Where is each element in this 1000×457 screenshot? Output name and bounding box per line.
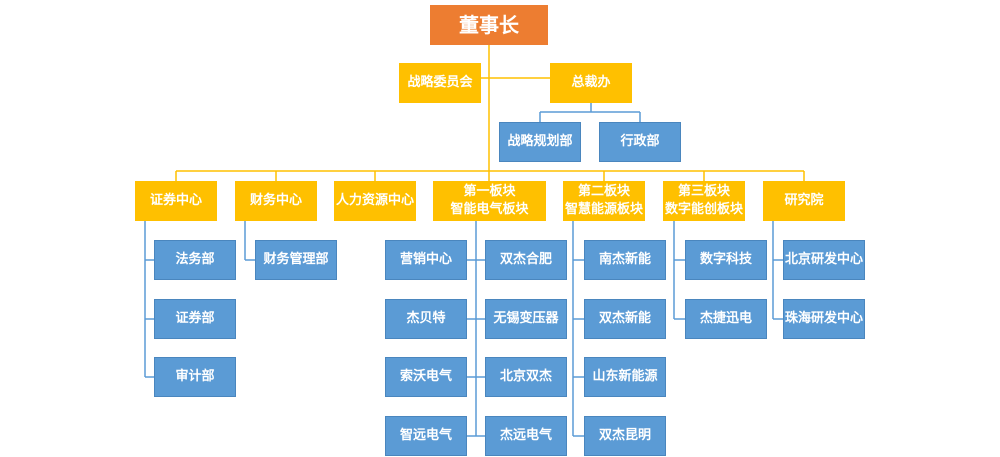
jieyuan-electric-box: 杰远电气	[485, 416, 567, 456]
marketing-center-label: 营销中心	[399, 252, 452, 268]
zhuhai-rd-center-label: 珠海研发中心	[784, 311, 863, 327]
shuangjie-hefei-label: 双杰合肥	[499, 252, 552, 268]
zhiyuan-electric-label: 智远电气	[399, 428, 452, 444]
chairman-label: 董事长	[459, 12, 519, 37]
finance-center-box: 财务中心	[235, 181, 317, 221]
research-institute-box: 研究院	[763, 181, 845, 221]
jiejie-xundian-box: 杰捷迅电	[685, 299, 767, 339]
legal-dept-label: 法务部	[175, 252, 215, 268]
securities-dept-box: 证券部	[154, 299, 236, 339]
segment3-label-line1: 第三板块	[677, 184, 730, 200]
beijing-shuangjie-box: 北京双杰	[485, 357, 567, 397]
securities-center-label: 证券中心	[149, 193, 202, 209]
jiebeite-label: 杰贝特	[406, 311, 446, 327]
shandong-newenergy-label: 山东新能源	[592, 369, 658, 385]
beijing-shuangjie-label: 北京双杰	[499, 369, 552, 385]
finance-management-box: 财务管理部	[255, 240, 337, 280]
suowo-electric-box: 索沃电气	[385, 357, 467, 397]
segment2-label-line2: 智慧能源板块	[564, 202, 643, 217]
president-office-box: 总裁办	[550, 63, 632, 103]
shandong-newenergy-box: 山东新能源	[584, 357, 666, 397]
legal-dept-box: 法务部	[154, 240, 236, 280]
shuangjie-kunming-box: 双杰昆明	[584, 416, 666, 456]
strategic-planning-label: 战略规划部	[507, 134, 573, 150]
nanjie-newenergy-label: 南杰新能	[598, 252, 651, 268]
administration-label: 行政部	[620, 134, 660, 150]
zhiyuan-electric-box: 智远电气	[385, 416, 467, 456]
strategy-committee-box: 战略委员会	[399, 63, 481, 103]
suowo-electric-label: 索沃电气	[399, 369, 452, 385]
segment1-box: 第一板块 智能电气板块	[433, 181, 546, 221]
beijing-rd-center-label: 北京研发中心	[784, 252, 863, 268]
securities-center-box: 证券中心	[135, 181, 217, 221]
finance-center-label: 财务中心	[249, 193, 302, 209]
jiejie-xundian-label: 杰捷迅电	[699, 311, 752, 327]
hr-center-label: 人力资源中心	[335, 193, 414, 209]
jiebeite-box: 杰贝特	[385, 299, 467, 339]
zhuhai-rd-center-box: 珠海研发中心	[783, 299, 865, 339]
jieyuan-electric-label: 杰远电气	[499, 428, 552, 444]
chairman-box: 董事长	[430, 5, 548, 45]
strategic-planning-box: 战略规划部	[499, 122, 581, 162]
shuangjie-newenergy-box: 双杰新能	[584, 299, 666, 339]
segment1-label-line2: 智能电气板块	[450, 202, 529, 217]
beijing-rd-center-box: 北京研发中心	[783, 240, 865, 280]
marketing-center-box: 营销中心	[385, 240, 467, 280]
segment2-label-line1: 第二板块	[577, 184, 630, 200]
administration-box: 行政部	[599, 122, 681, 162]
nanjie-newenergy-box: 南杰新能	[584, 240, 666, 280]
hr-center-box: 人力资源中心	[334, 181, 416, 221]
digital-tech-box: 数字科技	[685, 240, 767, 280]
wuxi-transformer-box: 无锡变压器	[485, 299, 567, 339]
wuxi-transformer-label: 无锡变压器	[493, 311, 559, 327]
segment2-box: 第二板块 智慧能源板块	[563, 181, 645, 221]
shuangjie-hefei-box: 双杰合肥	[485, 240, 567, 280]
digital-tech-label: 数字科技	[699, 252, 752, 268]
shuangjie-kunming-label: 双杰昆明	[598, 428, 651, 444]
segment3-label-line2: 数字能创板块	[664, 202, 743, 217]
segment1-label-line1: 第一板块	[463, 184, 516, 200]
segment3-box: 第三板块 数字能创板块	[663, 181, 745, 221]
strategy-committee-label: 战略委员会	[407, 75, 473, 91]
research-institute-label: 研究院	[784, 193, 824, 209]
securities-dept-label: 证券部	[175, 311, 215, 327]
president-office-label: 总裁办	[571, 75, 611, 91]
shuangjie-newenergy-label: 双杰新能	[598, 311, 651, 327]
audit-dept-label: 审计部	[175, 369, 215, 385]
finance-management-label: 财务管理部	[263, 252, 329, 268]
audit-dept-box: 审计部	[154, 357, 236, 397]
